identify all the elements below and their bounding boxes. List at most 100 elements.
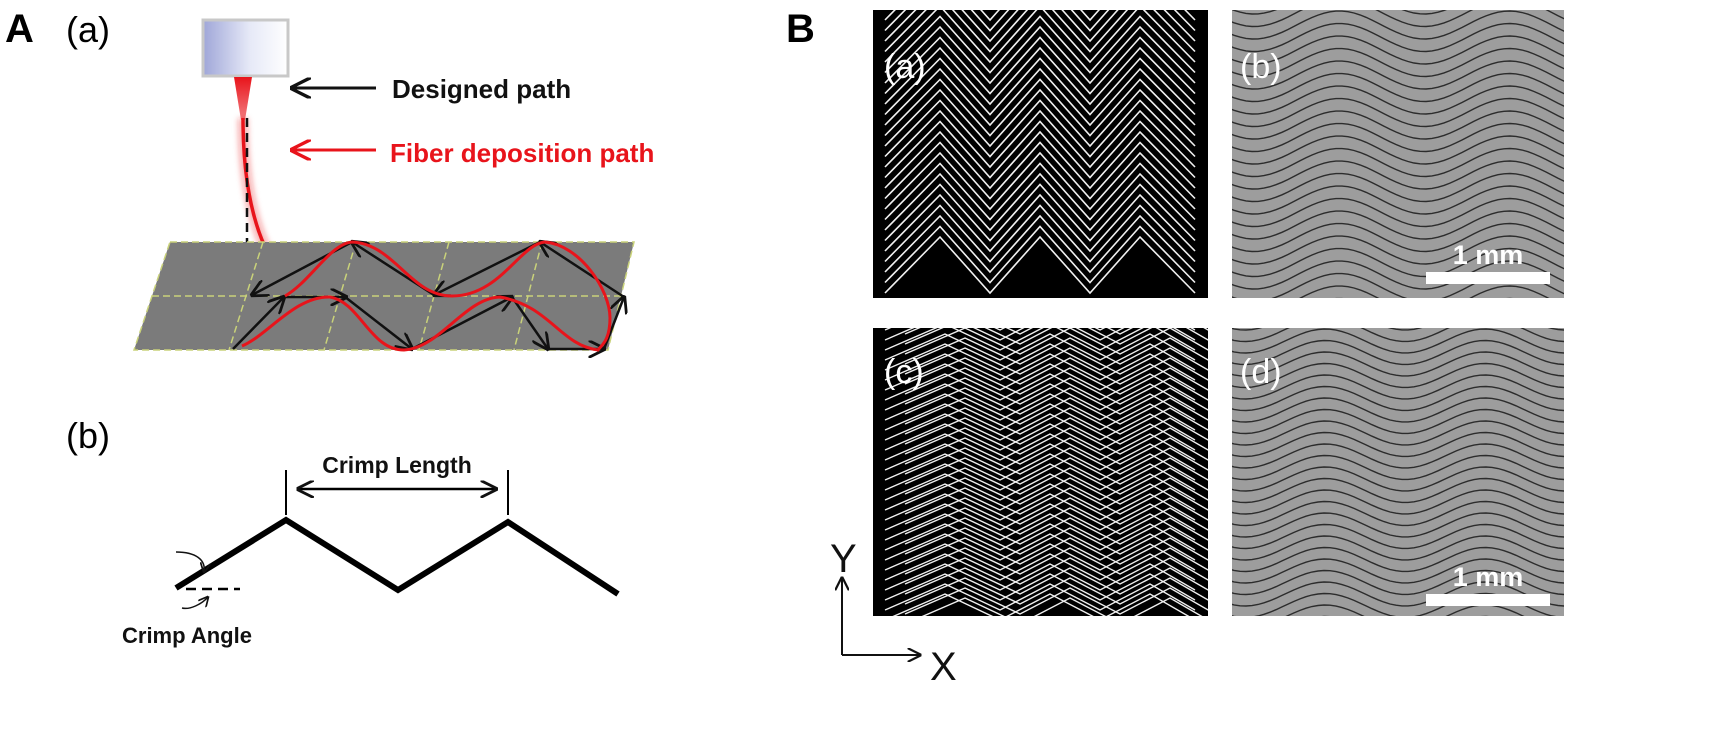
zigzag-line bbox=[884, 99, 1196, 158]
fiber-wave bbox=[1232, 477, 1564, 504]
zigzag-line-b bbox=[904, 457, 1208, 485]
x-axis-label: X bbox=[930, 645, 957, 689]
zigzag-line-a bbox=[884, 333, 1196, 361]
zigzag-line-a bbox=[884, 513, 1196, 541]
zigzag-line-a bbox=[884, 533, 1196, 561]
panel-b: B (a) (b) 1 mm (c) (d) bbox=[786, 7, 1570, 689]
fiber-wave bbox=[1232, 443, 1564, 469]
zigzag-line-a bbox=[884, 583, 1196, 611]
fiber-wave bbox=[1232, 97, 1564, 128]
crimp-angle-arc-upper bbox=[175, 551, 204, 572]
fiber-wave bbox=[1232, 85, 1564, 115]
zigzag-line-a bbox=[892, 593, 1190, 616]
scale-bar-bottom-label: 1 mm bbox=[1453, 562, 1524, 592]
zigzag-line-b bbox=[904, 477, 1208, 505]
panel-a-sub-a-label: (a) bbox=[66, 9, 110, 50]
fiber-wave bbox=[1232, 581, 1564, 607]
zigzag-line-b bbox=[904, 447, 1208, 475]
fiber-wave bbox=[1232, 72, 1564, 103]
zigzag-line bbox=[884, 67, 1196, 127]
fiber-path-label: Fiber deposition path bbox=[390, 138, 654, 168]
zigzag-line-b bbox=[904, 547, 1208, 575]
crimp-length-label: Crimp Length bbox=[322, 452, 472, 478]
fiber-wave bbox=[1232, 35, 1564, 65]
fiber-wave bbox=[1232, 222, 1564, 253]
zigzag-line-a bbox=[884, 453, 1196, 481]
zigzag-line-b bbox=[904, 367, 1208, 395]
zigzag-line-a bbox=[884, 403, 1196, 431]
zigzag-line-b bbox=[904, 567, 1208, 595]
zigzag-line-b bbox=[904, 557, 1208, 585]
fiber-wave bbox=[1232, 397, 1564, 423]
zigzag-line bbox=[884, 25, 1196, 85]
zigzag-line-a bbox=[884, 353, 1196, 381]
zigzag-line-b bbox=[904, 517, 1208, 545]
zigzag-line-a bbox=[884, 328, 1196, 331]
zigzag-line-b bbox=[904, 537, 1208, 565]
zigzag-line bbox=[884, 57, 1196, 116]
zigzag-line-b bbox=[904, 507, 1208, 535]
y-axis-label: Y bbox=[830, 537, 857, 581]
fiber-wave bbox=[1232, 22, 1564, 53]
zigzag-line-a bbox=[884, 433, 1196, 461]
zigzag-line bbox=[884, 120, 1196, 179]
zigzag-line-b bbox=[904, 497, 1208, 525]
tile-c-label: (c) bbox=[884, 353, 924, 391]
fiber-wave bbox=[1232, 500, 1564, 527]
zigzag-line bbox=[884, 225, 1196, 284]
nozzle-body bbox=[201, 18, 290, 78]
zigzag-line-a bbox=[884, 573, 1196, 601]
fiber-wave bbox=[1232, 147, 1564, 178]
tile-a-label: (a) bbox=[884, 48, 926, 86]
zigzag-line-a bbox=[884, 363, 1196, 391]
zigzag-line-b bbox=[904, 587, 1208, 615]
fiber-wave bbox=[1232, 339, 1564, 366]
tile-zigzag-single: (a) bbox=[873, 10, 1208, 298]
zigzag-line-a bbox=[884, 443, 1196, 471]
fiber-wave bbox=[1232, 385, 1564, 412]
zigzag-line-b bbox=[904, 337, 1208, 365]
scale-bar-top bbox=[1426, 272, 1550, 284]
fiber-wave bbox=[1232, 454, 1564, 481]
fiber-wave bbox=[1228, 628, 1570, 652]
fiber-wave bbox=[1232, 328, 1564, 331]
crimp-angle-label: Crimp Angle bbox=[122, 623, 252, 648]
zigzag-line bbox=[884, 151, 1196, 211]
fiber-wave bbox=[1232, 260, 1564, 290]
fiber-wave bbox=[1232, 408, 1564, 435]
zigzag-line-b bbox=[904, 387, 1208, 415]
fiber-wave bbox=[1232, 172, 1564, 203]
zigzag-line-b bbox=[904, 407, 1208, 435]
fiber-wave bbox=[1299, 285, 1550, 298]
zigzag-line-a bbox=[884, 383, 1196, 411]
fiber-wave bbox=[1232, 10, 1564, 40]
fiber-wave bbox=[1232, 374, 1564, 400]
fiber-wave bbox=[1232, 558, 1564, 584]
zigzag-line-b bbox=[904, 427, 1208, 455]
zigzag-line bbox=[884, 109, 1196, 169]
zigzag-line-a bbox=[884, 493, 1196, 521]
zigzag-line bbox=[884, 46, 1196, 106]
fiber-wave bbox=[1232, 185, 1564, 215]
fiber-wave bbox=[1232, 489, 1564, 515]
fiber-wave bbox=[1232, 328, 1564, 343]
zigzag-line-b bbox=[904, 417, 1208, 445]
fiber-wave bbox=[1232, 420, 1564, 446]
zigzag-line bbox=[884, 172, 1196, 232]
zigzag-line-a bbox=[884, 393, 1196, 421]
fiber-wave bbox=[1232, 110, 1564, 140]
panel-b-letter: B bbox=[786, 7, 815, 51]
zigzag-line-b bbox=[904, 397, 1208, 425]
fiber-wave bbox=[1232, 512, 1564, 538]
fiber-wave bbox=[1232, 210, 1564, 240]
tile-micrograph-single: (b) 1 mm bbox=[1232, 10, 1564, 298]
zigzag-line-a bbox=[884, 373, 1196, 401]
zigzag-line-b bbox=[904, 577, 1208, 605]
fiber-wave bbox=[1285, 604, 1525, 616]
zigzag-line-a bbox=[884, 563, 1196, 591]
zigzag-line-a bbox=[884, 343, 1196, 371]
fiber-wave bbox=[1232, 122, 1564, 153]
zigzag-line-a bbox=[884, 523, 1196, 551]
tile-micrograph-offset: (d) 1 mm bbox=[1228, 328, 1570, 652]
fiber-deposition-curve bbox=[241, 240, 612, 352]
